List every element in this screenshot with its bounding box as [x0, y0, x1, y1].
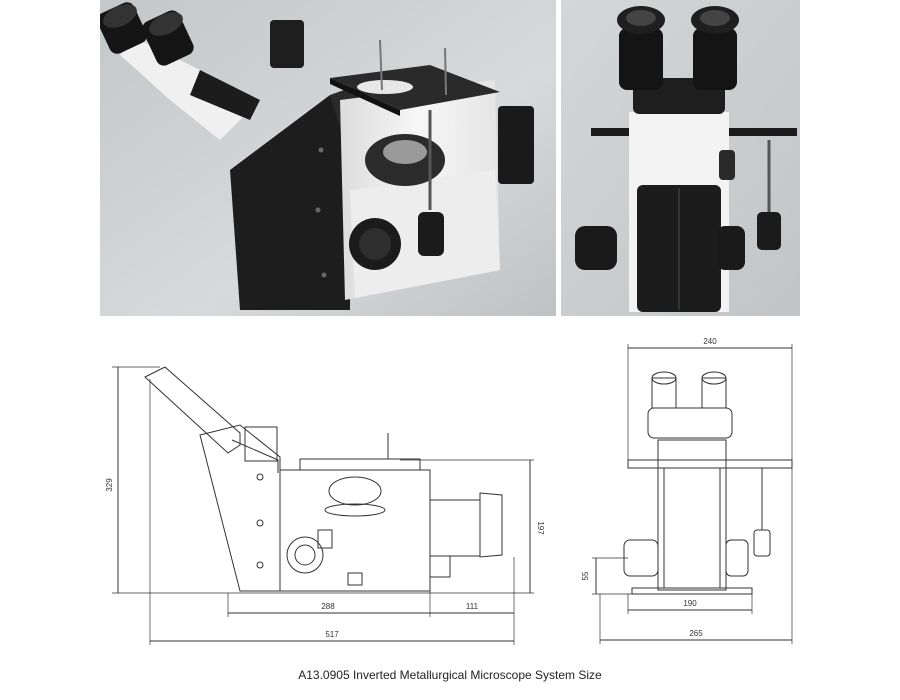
dim-top-width: 240 [703, 337, 717, 346]
eyepiece-left [100, 2, 147, 54]
dim-knob-height: 55 [581, 571, 590, 580]
stage-control-knob [757, 212, 781, 250]
dim-stage-height: 197 [536, 521, 545, 535]
dim-body-length: 288 [321, 602, 335, 611]
side-view-drawing: 329 197 288 111 517 [105, 366, 545, 645]
head-outline [647, 407, 733, 439]
stage-outline [299, 458, 421, 471]
microscope-angled-illustration [100, 0, 556, 316]
stage-plate [357, 80, 413, 94]
dim-base-width: 190 [683, 599, 697, 608]
stage-control-knob [418, 212, 444, 256]
stand-outline [199, 424, 281, 592]
camera-port [270, 20, 304, 68]
binocular-head [120, 40, 250, 140]
focus-knob-left-outline [623, 539, 659, 577]
photo-angled-view [100, 0, 556, 316]
dim-extension-length: 111 [466, 602, 479, 611]
camera-port-outline [244, 426, 278, 462]
stage [330, 65, 500, 110]
turret-outline [328, 476, 382, 506]
focus-knob-right-outline [725, 539, 749, 577]
dim-total-height: 329 [105, 478, 114, 492]
base-outline [631, 587, 753, 595]
eyepiece-left [619, 28, 663, 90]
eyepiece-right [142, 10, 194, 66]
dim-total-width: 265 [689, 629, 703, 638]
microscope-front-illustration [561, 0, 800, 316]
stage-outline [627, 459, 793, 469]
focus-knob-outline [286, 536, 324, 574]
eyepiece-right [693, 28, 737, 90]
focus-knob-right [717, 226, 745, 270]
stage-clip [379, 39, 383, 91]
lamp-housing-outline [429, 499, 481, 557]
body-outline [657, 439, 727, 591]
focus-knob-left [575, 226, 617, 270]
lamp-housing [498, 106, 534, 184]
figure-caption: A13.0905 Inverted Metallurgical Microsco… [298, 668, 602, 682]
eyepiece-outline [144, 366, 241, 454]
objective-turret [383, 140, 427, 164]
photo-front-view [561, 0, 800, 316]
front-view-drawing: 240 55 190 265 [581, 337, 793, 644]
dim-total-length: 517 [325, 630, 339, 639]
